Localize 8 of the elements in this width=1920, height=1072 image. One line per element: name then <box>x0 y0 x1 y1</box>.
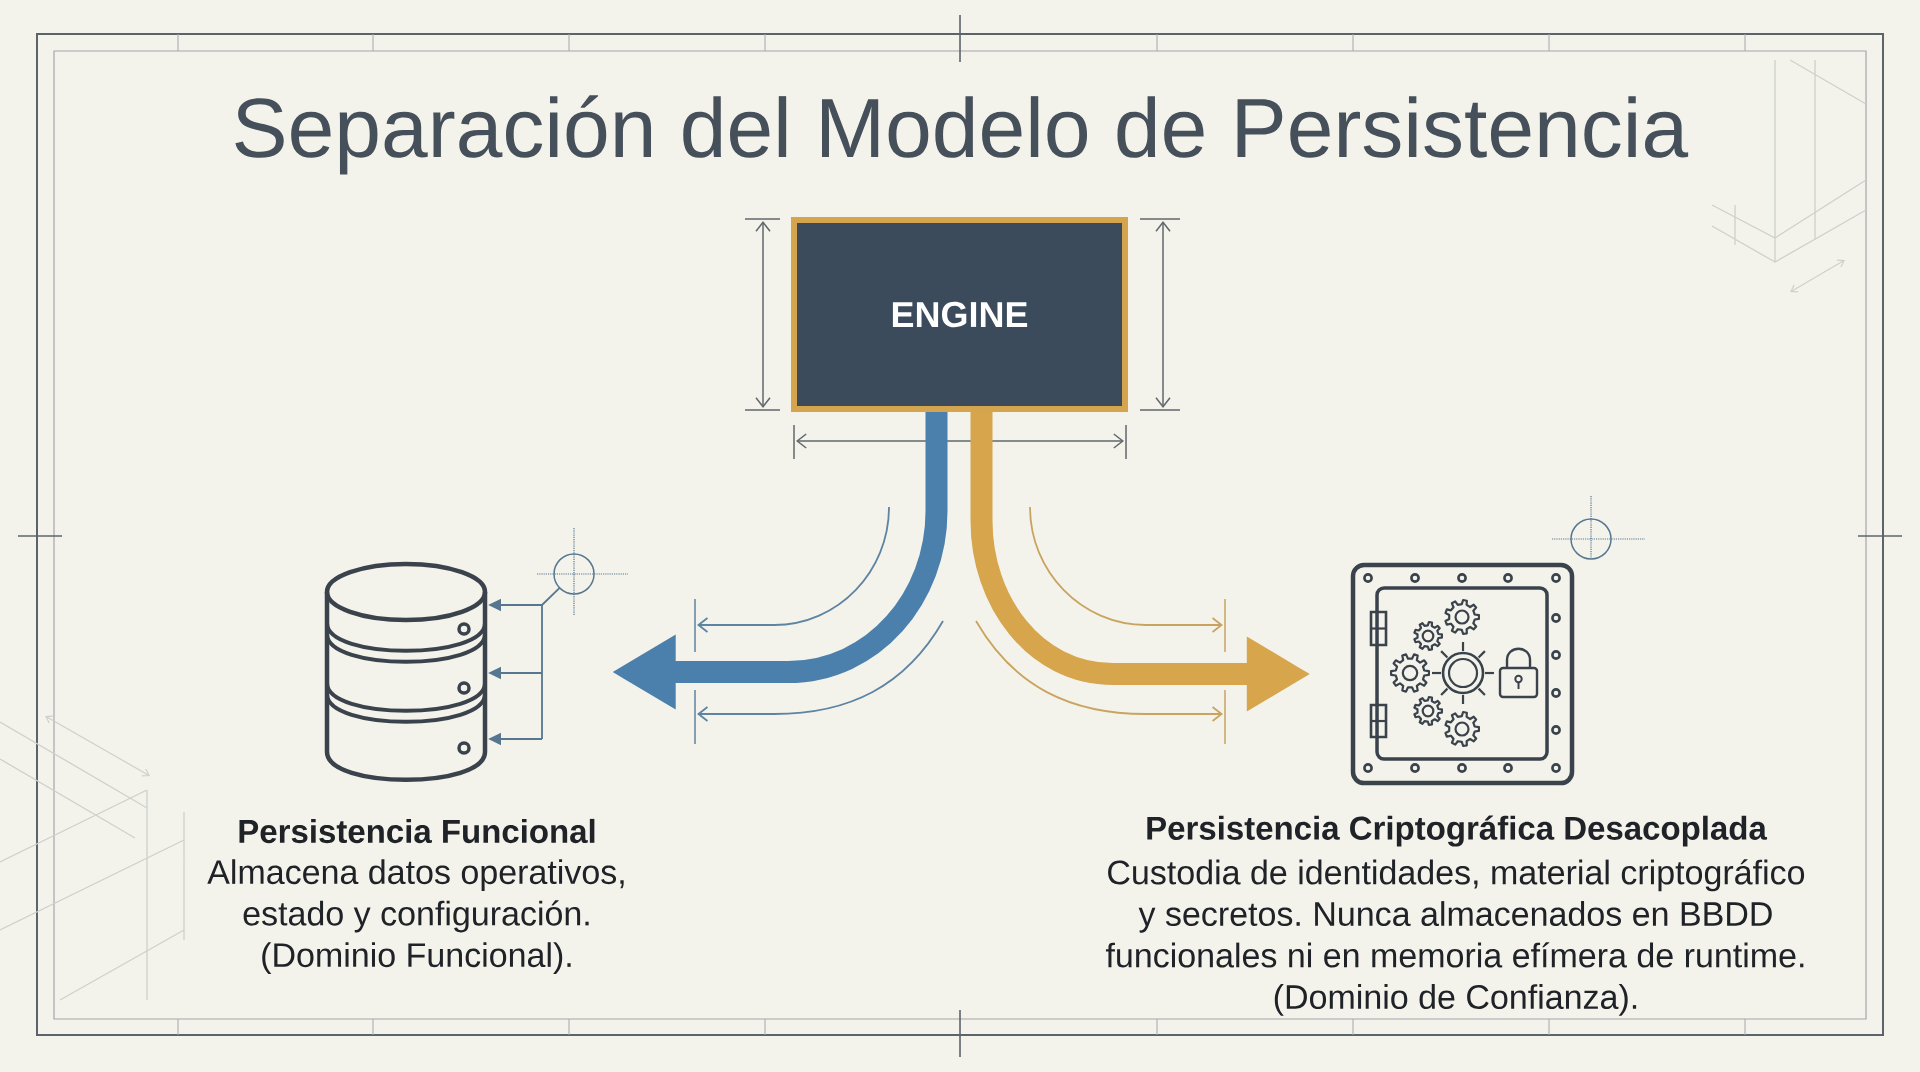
database-icon <box>324 561 488 782</box>
heading: Persistencia Funcional <box>239 818 595 844</box>
description: Almacena datos operativos, estado y configuración. (Dominio Funcional). <box>207 859 624 974</box>
title: Separación del Modelo de Persistencia <box>235 95 1689 175</box>
description: Custodia de identidades, material criptográfico y secretos. Nunca almacenados en BBDD funcionales ni en memoria efímera de runtime. (Dominio de Confianza). <box>1105 859 1805 1016</box>
safe-icon <box>1350 562 1575 786</box>
process-box: ENGINE <box>791 217 1128 412</box>
heading: Persistencia Criptográfica Desacoplada <box>1147 815 1768 847</box>
